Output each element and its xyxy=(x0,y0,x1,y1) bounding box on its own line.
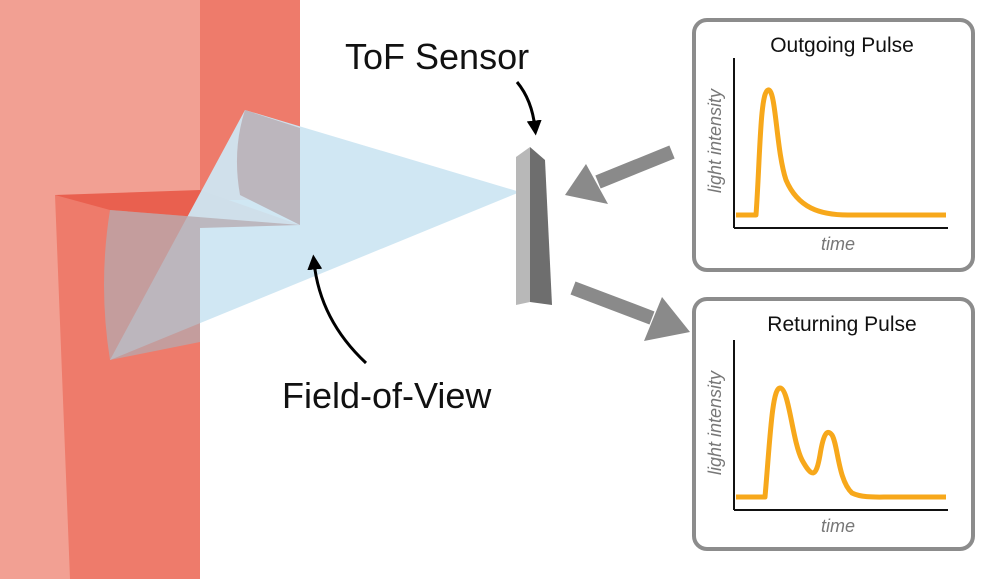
incoming-arrow xyxy=(565,145,675,204)
fov-wall-patch-upper xyxy=(236,110,300,225)
field-of-view-label: Field-of-View xyxy=(282,375,492,416)
sensor-pointer-arrow xyxy=(515,81,542,136)
field-of-view xyxy=(104,110,520,360)
returning-panel-title: Returning Pulse xyxy=(767,313,916,336)
returning-y-label: light intensity xyxy=(705,370,725,475)
outgoing-arrow xyxy=(570,281,690,341)
outgoing-panel-frame xyxy=(692,18,975,272)
returning-pulse-panel: Returning Pulse light intensity time xyxy=(692,297,975,551)
returning-panel-frame xyxy=(692,297,975,551)
outgoing-pulse-panel: Outgoing Pulse light intensity time xyxy=(692,18,975,272)
outgoing-y-label: light intensity xyxy=(705,88,725,193)
outgoing-x-label: time xyxy=(821,234,855,254)
returning-pulse-curve xyxy=(736,385,946,500)
outgoing-panel-title: Outgoing Pulse xyxy=(770,34,914,57)
sensor-front-face xyxy=(516,147,530,305)
fov-cone xyxy=(110,110,520,360)
tof-sensor xyxy=(516,147,552,305)
fov-pointer-arrow xyxy=(307,254,368,365)
outgoing-pulse-curve xyxy=(736,87,946,218)
sensor-side-face xyxy=(530,147,552,305)
fov-wall-patch-lower xyxy=(104,210,300,360)
sensor-label: ToF Sensor xyxy=(345,36,529,77)
returning-x-label: time xyxy=(821,516,855,536)
